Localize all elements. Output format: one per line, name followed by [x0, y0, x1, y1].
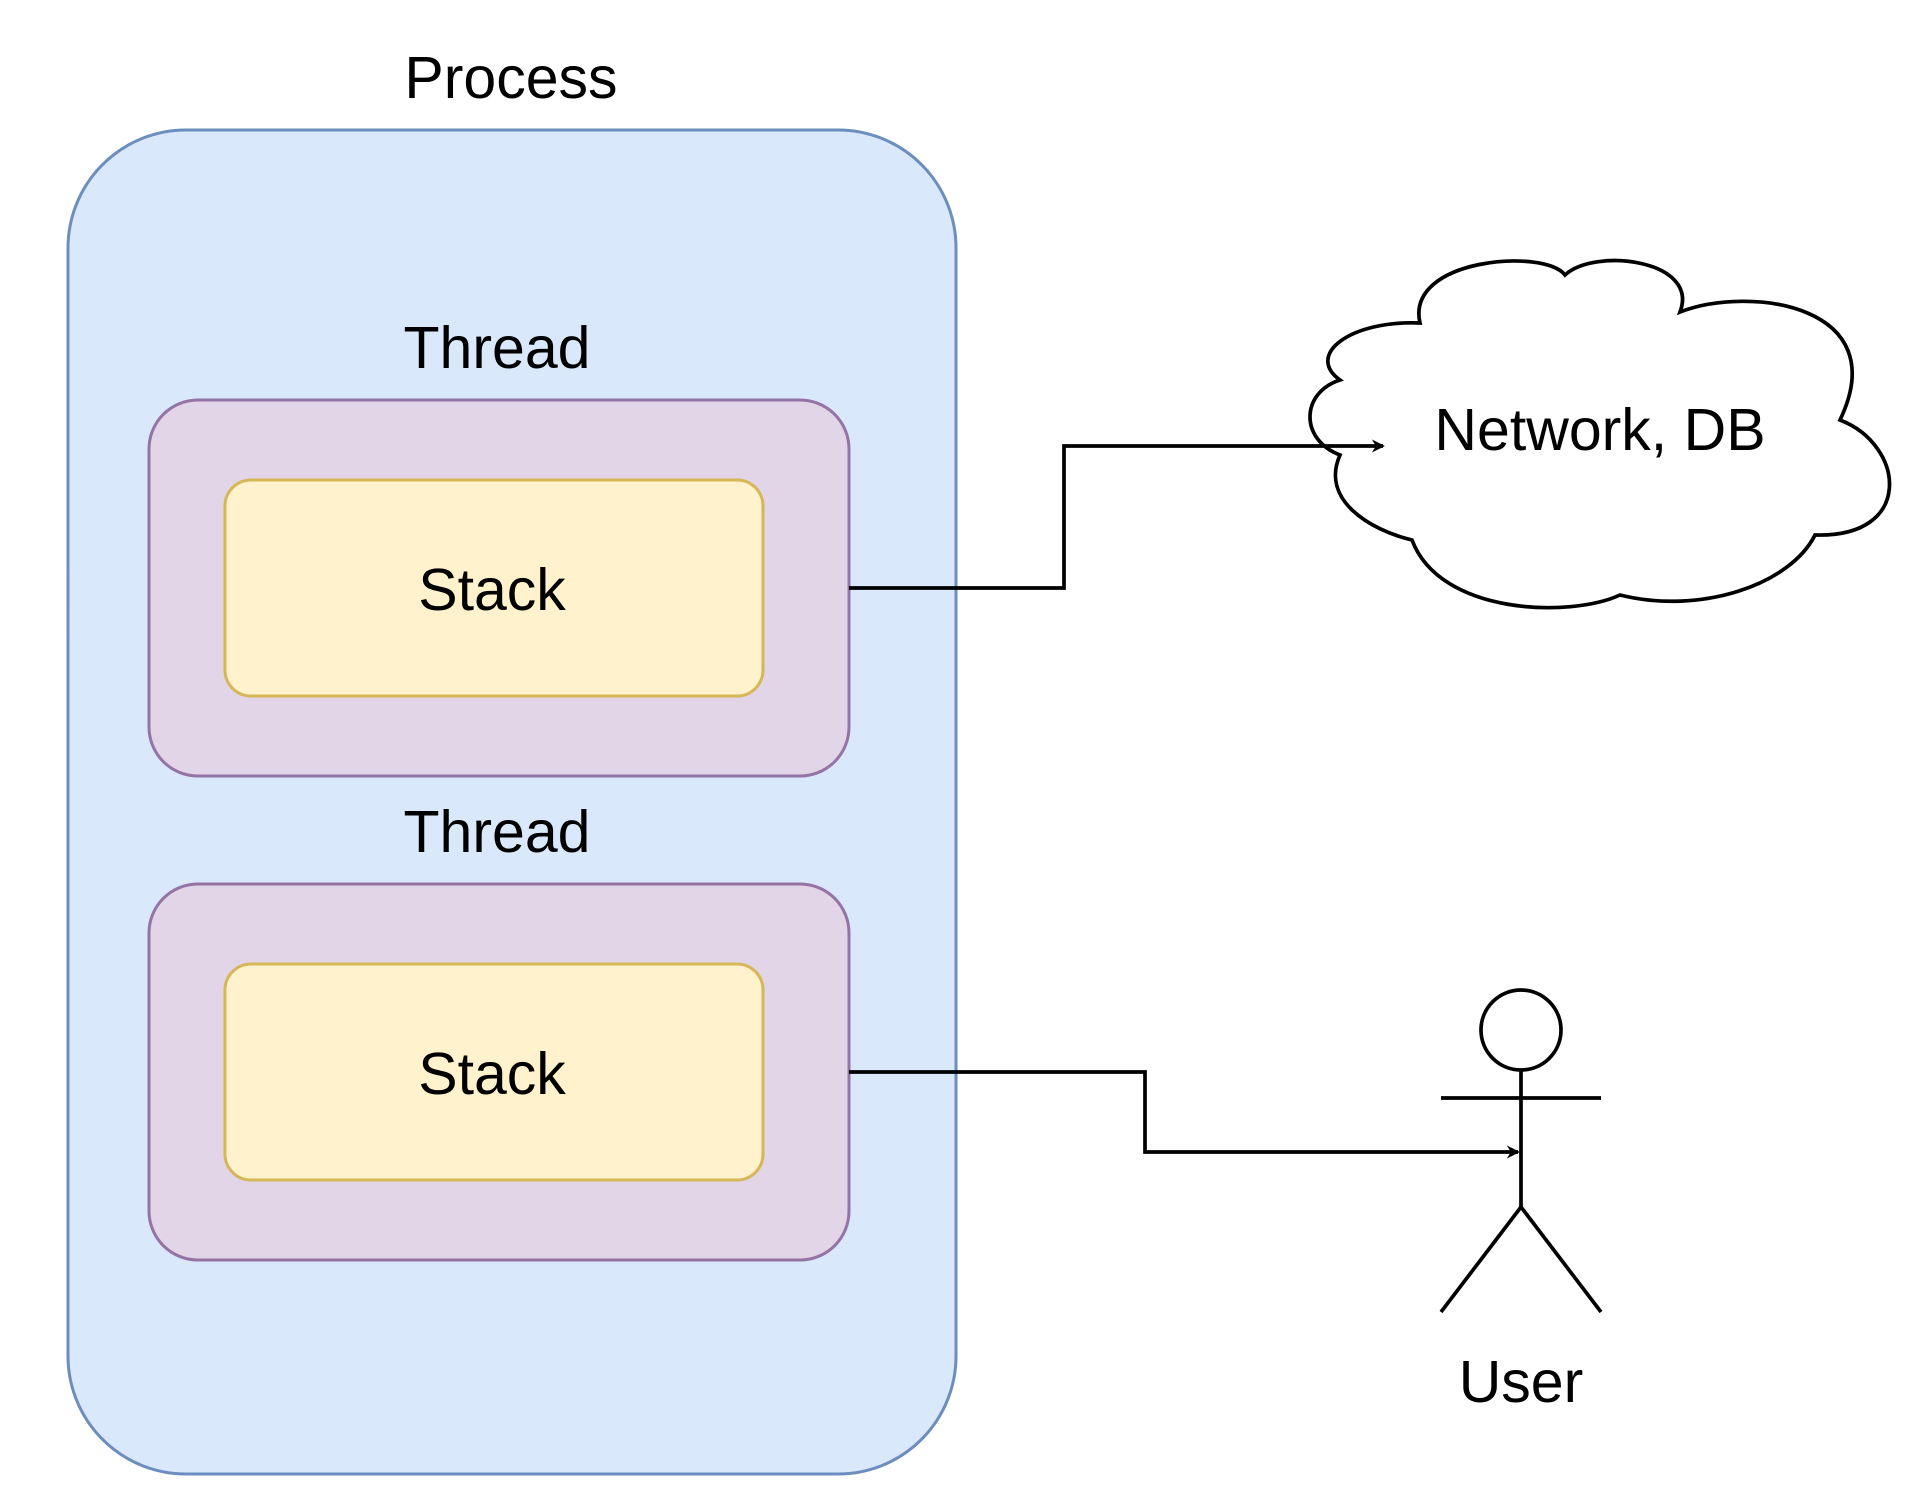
- stack-box[interactable]: [223, 478, 765, 698]
- cloud-shape[interactable]: [1308, 258, 1892, 610]
- stack-box[interactable]: [223, 962, 765, 1182]
- thread-label: Thread: [404, 799, 591, 865]
- process-label: Process: [404, 45, 617, 111]
- cloud-icon[interactable]: [1308, 258, 1892, 610]
- connector-thread-to-user[interactable]: [849, 1070, 1520, 1159]
- actor-head: [1479, 988, 1563, 1072]
- stack-label: Stack: [418, 1041, 566, 1107]
- actor-label: User: [1459, 1349, 1584, 1415]
- connector-thread-to-network[interactable]: [849, 439, 1385, 590]
- person-icon[interactable]: [1439, 988, 1603, 1314]
- stack-label: Stack: [418, 557, 566, 623]
- actor-right-leg: [1519, 1205, 1603, 1314]
- thread-label: Thread: [404, 315, 591, 381]
- actor-left-leg: [1439, 1205, 1523, 1314]
- cloud-label: Network, DB: [1434, 397, 1765, 463]
